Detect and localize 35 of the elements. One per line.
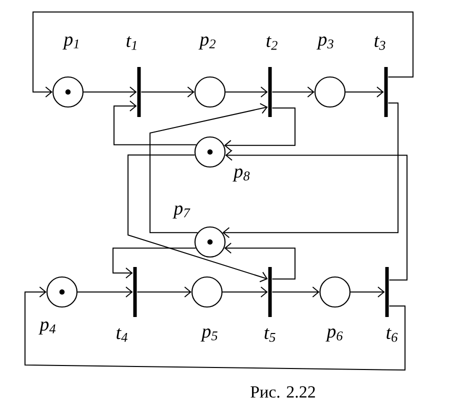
arrow bbox=[224, 242, 296, 280]
node-label: t$_{1}$ bbox=[126, 36, 136, 50]
node-label: t$_{2}$ bbox=[266, 36, 278, 50]
arrow bbox=[225, 86, 268, 98]
node-label: p$_{5}$ bbox=[200, 328, 218, 342]
node-label: p$_{2}$ bbox=[198, 36, 216, 50]
arrow bbox=[345, 86, 384, 98]
arrow bbox=[128, 154, 268, 282]
node-label: t$_{4}$ bbox=[116, 328, 128, 342]
arrow bbox=[272, 286, 320, 298]
arrow bbox=[222, 102, 398, 238]
node-label: p$_{1}$ bbox=[62, 36, 78, 50]
arrow bbox=[24, 286, 406, 371]
node-label: p$_{3}$ bbox=[316, 36, 334, 50]
arrow bbox=[225, 150, 408, 280]
arrow bbox=[32, 12, 414, 98]
arrow bbox=[77, 286, 133, 298]
node-label: t$_{6}$ bbox=[386, 328, 398, 342]
arrow bbox=[112, 248, 196, 278]
node-label: t$_{3}$ bbox=[374, 36, 386, 50]
caption: Рис. 2.22 bbox=[250, 386, 315, 398]
arrow bbox=[350, 286, 385, 298]
arrow bbox=[224, 108, 296, 151]
arrow bbox=[83, 86, 137, 98]
node-label: p$_{8}$ bbox=[232, 168, 250, 182]
arrow bbox=[150, 103, 268, 234]
arrow bbox=[136, 286, 192, 298]
node-label: p$_{7}$ bbox=[172, 206, 190, 218]
node-label: p$_{4}$ bbox=[38, 322, 56, 334]
node-label: p$_{6}$ bbox=[326, 328, 343, 342]
arrow bbox=[140, 86, 194, 98]
arrow bbox=[222, 286, 268, 298]
node-label: t$_{5}$ bbox=[264, 328, 276, 342]
arrow bbox=[272, 86, 314, 98]
arrow bbox=[114, 100, 197, 146]
